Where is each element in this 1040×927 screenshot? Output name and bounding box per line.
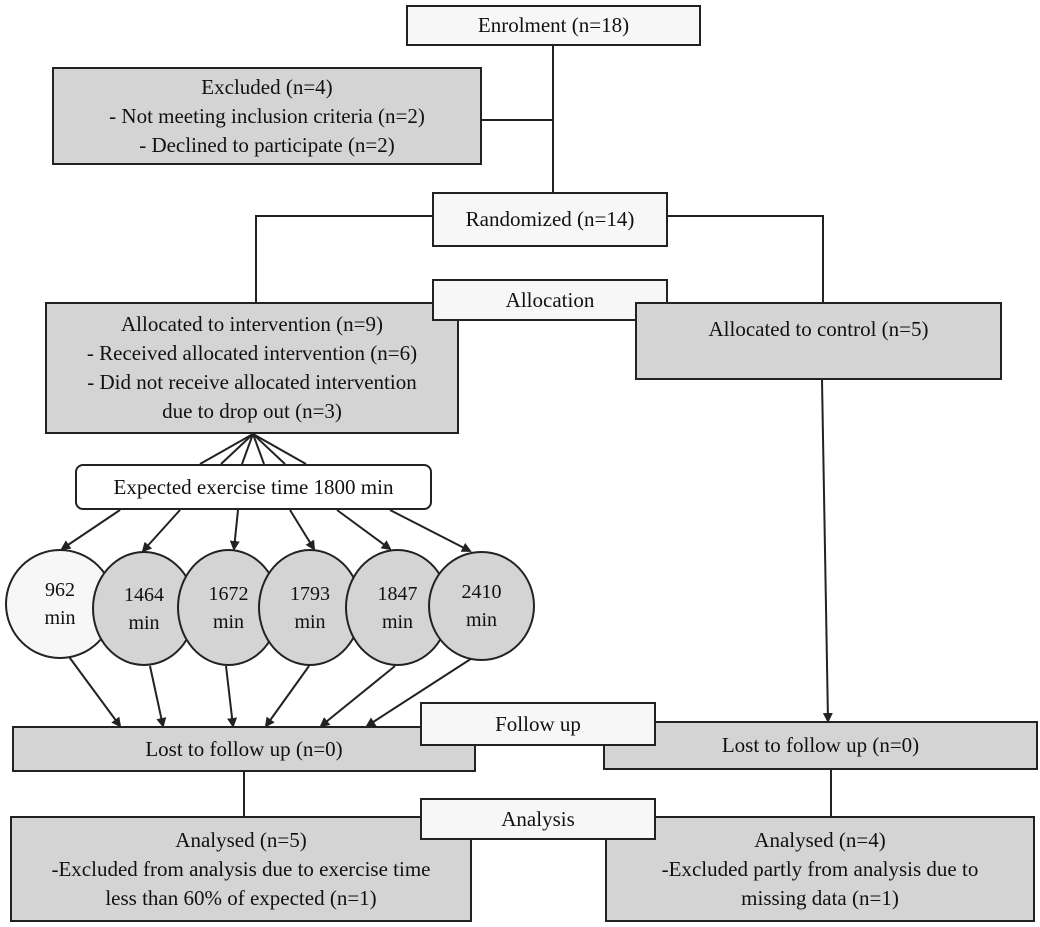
intervention-line-1: - Received allocated intervention (n=6) [86, 341, 418, 365]
fan-line-5 [252, 433, 286, 465]
arrow-ellipse3-lost [225, 665, 238, 728]
analysed-intervention-line-2: less than 60% of expected (n=1) [105, 885, 377, 910]
connector-randomized-control [668, 215, 824, 302]
connector-randomized-intervention [255, 215, 432, 302]
fan-line-4 [252, 433, 265, 465]
allocation-label: Allocation [505, 287, 595, 312]
exercise-time-value-2: 1464 [124, 583, 164, 606]
arrow-ellipse4-lost [264, 665, 310, 728]
lost-follow-up-control-label: Lost to follow up (n=0) [721, 733, 920, 757]
exercise-time-unit-3: min [212, 610, 245, 633]
arrow-to-ellipse-4 [289, 509, 316, 551]
fan-line-2 [220, 433, 254, 465]
arrow-to-ellipse-3 [229, 509, 240, 551]
intervention-line-2: - Did not receive allocated intervention [87, 370, 417, 394]
arrow-to-ellipse-1 [60, 509, 121, 551]
arrow-to-ellipse-6 [389, 509, 472, 552]
control-label: Allocated to control (n=5) [708, 316, 929, 341]
fan-line-6 [252, 433, 307, 465]
exercise-time-ellipse-4: 1793 min [258, 549, 362, 666]
arrow-to-ellipse-2 [141, 509, 181, 553]
exercise-time-unit-4: min [294, 610, 326, 633]
excluded-box: Excluded (n=4) - Not meeting inclusion c… [52, 67, 482, 165]
exercise-time-ellipse-2: 1464 min [92, 551, 196, 666]
analysed-intervention-box: Analysed (n=5) -Excluded from analysis d… [10, 816, 472, 922]
analysed-control-line-1: -Excluded partly from analysis due to [661, 856, 979, 881]
analysis-label-box: Analysis [420, 798, 656, 840]
enrolment-box: Enrolment (n=18) [406, 5, 701, 46]
exercise-time-value-1: 962 [45, 579, 75, 601]
intervention-box: Allocated to intervention (n=9) - Receiv… [45, 302, 459, 434]
analysis-label: Analysis [501, 806, 575, 831]
arrow-ellipse6-lost [365, 652, 481, 728]
analysed-control-line-2: missing data (n=1) [741, 885, 899, 910]
arrow-ellipse1-lost [63, 649, 122, 728]
intervention-title: Allocated to intervention (n=9) [120, 312, 384, 336]
enrolment-label: Enrolment (n=18) [477, 13, 630, 37]
arrow-to-ellipse-5 [336, 509, 392, 551]
excluded-title: Excluded (n=4) [201, 74, 333, 99]
randomized-label: Randomized (n=14) [465, 207, 635, 231]
fan-line-3 [241, 433, 254, 465]
lost-follow-up-intervention-label: Lost to follow up (n=0) [145, 736, 343, 761]
follow-up-label: Follow up [495, 711, 581, 736]
lost-follow-up-intervention-box: Lost to follow up (n=0) [12, 726, 476, 772]
analysed-control-title: Analysed (n=4) [754, 827, 886, 852]
arrow-ellipse2-lost [149, 665, 167, 728]
exercise-time-unit-5: min [381, 610, 414, 633]
exercise-time-unit-6: min [465, 609, 498, 631]
randomized-box: Randomized (n=14) [432, 192, 668, 247]
arrow-control-lost [821, 379, 833, 723]
exercise-time-value-5: 1847 [377, 582, 418, 605]
lost-follow-up-control-box: Lost to follow up (n=0) [603, 721, 1038, 770]
exercise-time-unit-1: min [44, 607, 76, 629]
analysed-intervention-title: Analysed (n=5) [175, 827, 307, 852]
arrow-ellipse5-lost [319, 665, 396, 728]
exercise-time-value-3: 1672 [208, 582, 249, 605]
follow-up-label-box: Follow up [420, 702, 656, 746]
exercise-time-unit-2: min [128, 611, 160, 634]
analysed-control-box: Analysed (n=4) -Excluded partly from ana… [605, 816, 1035, 922]
analysed-intervention-line-1: -Excluded from analysis due to exercise … [51, 856, 431, 881]
control-box: Allocated to control (n=5) [635, 302, 1002, 380]
excluded-line-1: - Not meeting inclusion criteria (n=2) [109, 103, 425, 128]
expected-exercise-label: Expected exercise time 1800 min [113, 474, 394, 499]
exercise-time-ellipse-6: 2410 min [428, 551, 535, 661]
expected-exercise-box: Expected exercise time 1800 min [75, 464, 432, 510]
excluded-line-2: - Declined to participate (n=2) [139, 132, 395, 157]
exercise-time-value-4: 1793 [290, 582, 330, 605]
intervention-line-3: due to drop out (n=3) [162, 399, 342, 423]
fan-line-1 [199, 433, 254, 465]
allocation-label-box: Allocation [432, 279, 668, 321]
exercise-time-value-6: 2410 [461, 581, 502, 603]
